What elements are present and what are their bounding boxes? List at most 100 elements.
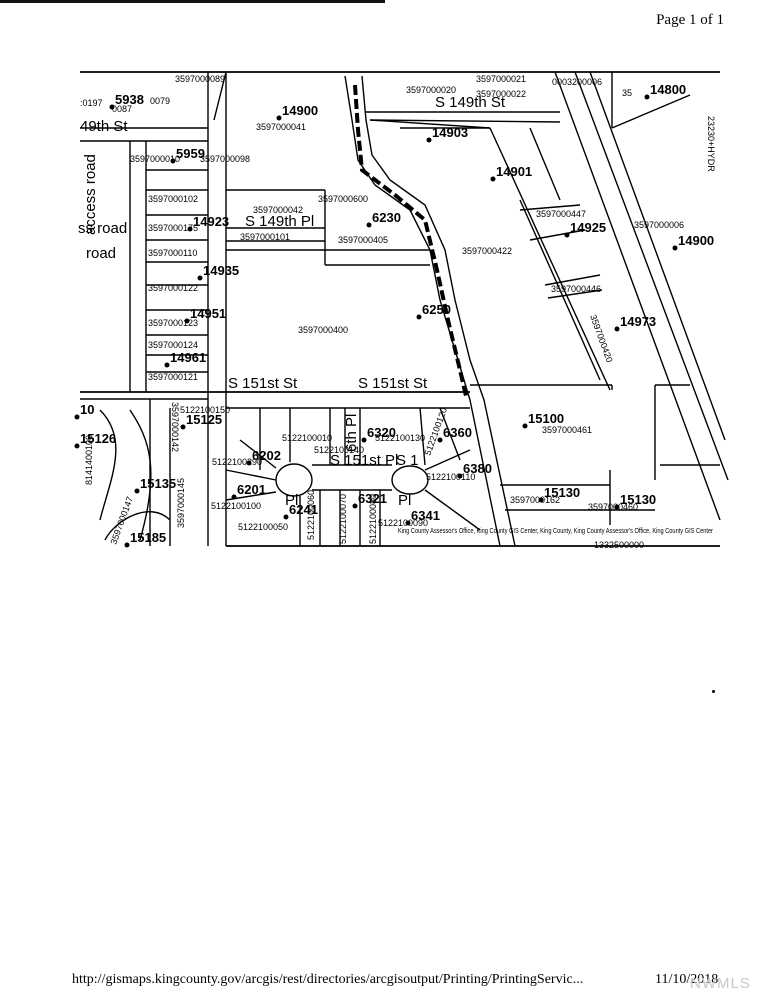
address-point [352,503,358,509]
parcel-label: 3597000122 [148,283,198,293]
parcel-label: 3597000446 [551,284,601,294]
street-label: S 151st St [228,375,298,392]
address-label: 14973 [620,314,656,329]
address-label: 6230 [372,210,401,225]
parcel-label: 3597000102 [148,194,198,204]
address-point [672,245,678,251]
address-point [426,137,432,143]
street-label: S 149th St [435,94,506,111]
address-label: 6341 [411,508,440,523]
street-label: S 151st St [358,375,428,392]
parcel-label: 5122100060 [306,490,316,540]
address-point [416,314,422,320]
parcel-label: 5122100080 [368,494,378,544]
parcel-label: 3597000123 [148,318,198,328]
address-label: 6380 [463,461,492,476]
parcel-label: 23230+HYDR [706,116,716,172]
address-dots [74,94,678,548]
address-point [457,473,463,479]
parcel-label: 3597000460 [588,502,638,512]
address-point [74,443,80,449]
address-label: 6321 [358,491,387,506]
street-labels: S 149th St 49th St S 149th Pl S 151st St… [78,94,506,509]
parcel-label: 0003200006 [552,77,602,87]
address-label: 5959 [176,146,205,161]
address-label: 14951 [190,306,226,321]
address-label: 6250 [422,302,451,317]
parcel-label: 3597000175 [148,223,198,233]
address-point [246,460,252,466]
address-point [283,514,289,520]
subject-parcel-outline[interactable] [353,84,468,397]
parcel-label: 35 [622,88,632,98]
address-label: 6201 [237,482,266,497]
address-point [180,424,186,430]
parcel-label: 3597000422 [462,246,512,256]
parcel-label: 5122100100 [211,501,261,511]
address-label: 15185 [130,530,166,545]
parcel-label: 3597000162 [510,495,560,505]
address-label: 15130 [544,485,580,500]
address-label: 14901 [496,164,532,179]
parcel-label: 5122100150 [180,405,230,415]
address-point [170,158,176,164]
parcel-label: 3597000121 [148,372,198,382]
parcel-label: 3597000461 [542,425,592,435]
address-label: 15100 [528,411,564,426]
address-label: 10 [80,402,94,417]
address-label: 14900 [678,233,714,248]
parcel-label: 5122100140 [314,445,364,455]
address-point [538,497,544,503]
parcel-label: :0197 [80,98,103,108]
watermark: NWMLS [690,975,751,992]
parcel-label: 3597000124 [148,340,198,350]
address-label: 6202 [252,448,281,463]
address-point [437,437,443,443]
address-label: 14935 [203,263,239,278]
parcel-label: 3597000041 [256,122,306,132]
address-point [124,542,130,548]
address-label: 15126 [80,431,116,446]
page-header: Page 1 of 1 [656,12,724,28]
parcel-label: 5122100290 [212,457,262,467]
street-label: S 149th Pl [245,213,314,230]
address-point [614,504,620,510]
parcel-label: 8141400100 [84,435,94,485]
address-point [614,326,620,332]
address-point [164,362,170,368]
address-point [522,423,528,429]
address-label: 15135 [140,476,176,491]
parcel-label: 3597000145 [176,478,186,528]
street-label: Pl [285,492,298,509]
address-label: 14900 [282,103,318,118]
footer-url: http://gismaps.kingcounty.gov/arcgis/res… [72,972,584,987]
address-label: 14923 [193,214,229,229]
address-label: 6360 [443,425,472,440]
parcel-label: 3597000042 [253,205,303,215]
address-label: 15125 [186,412,222,427]
street-label: 6th Pl [343,414,360,452]
parcel-label: 3597000010 [130,154,180,164]
address-label: 14925 [570,220,606,235]
address-point [134,488,140,494]
street-label: ss road [78,220,127,237]
parcel-label: 5122100010 [282,433,332,443]
parcel-label: 3597000405 [338,235,388,245]
parcel-label: 5122100070 [338,494,348,544]
address-label: 14961 [170,350,206,365]
address-point [197,275,203,281]
street-label: access road [82,154,99,235]
parcel-label: 3597000098 [200,154,250,164]
parcel-label: 3597000420 [588,313,615,363]
parcel-label: 3597000101 [240,232,290,242]
address-point [564,232,570,238]
parcel-label: 5122100050 [238,522,288,532]
parcel-label: 0079 [150,96,170,106]
address-point [366,222,372,228]
address-point [361,437,367,443]
parcel-label: 0087 [112,104,132,114]
street-label: S 1 [396,452,419,469]
road-lines [80,71,729,547]
parcel-label: 3597000006 [634,220,684,230]
